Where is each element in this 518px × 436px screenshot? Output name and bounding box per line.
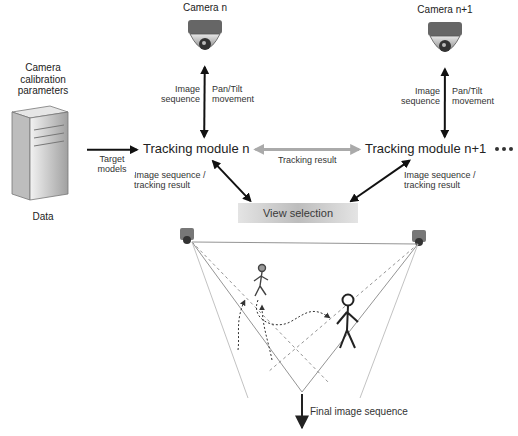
node-text: Camera n+1 <box>417 4 472 16</box>
trajectory <box>238 300 330 360</box>
node-text: Camera calibration parameters <box>2 62 84 97</box>
node-text: Tracking module n+1 <box>365 142 486 157</box>
camera-icon <box>428 22 462 52</box>
signal-label: Pan/Tilt movement <box>212 84 264 105</box>
connector-arrow <box>203 67 206 137</box>
person-figure <box>337 295 358 349</box>
signal-label: Image sequence <box>150 84 200 105</box>
continuation-dots <box>495 147 513 151</box>
signal-label: Image sequence / tracking result <box>404 170 488 191</box>
connector-arrow <box>87 149 137 151</box>
tracking-module: Tracking module n+1 <box>362 140 489 159</box>
node-text: Tracking module n <box>143 142 249 157</box>
output-arrow <box>301 394 303 428</box>
connector-arrow <box>351 161 410 202</box>
connector-arrow <box>255 148 359 151</box>
node-text: Data <box>32 211 53 223</box>
camera-node: Camera n <box>172 2 238 64</box>
tracking-module: Tracking module n <box>140 140 252 159</box>
node-text: Camera n <box>183 2 227 14</box>
connector-arrow <box>444 69 446 137</box>
signal-label: Pan/Tilt movement <box>452 86 508 107</box>
server-icon <box>12 106 68 200</box>
camera-icon <box>188 20 222 50</box>
connector-arrow <box>213 161 251 201</box>
edge-label: Target models <box>89 154 135 175</box>
data-store-node: Camera calibration parametersData <box>2 62 84 222</box>
edge-label: Tracking result <box>262 155 352 165</box>
node-text: View selection <box>263 207 333 220</box>
person-figure <box>254 265 268 297</box>
field-of-view <box>192 242 418 398</box>
camera-node: Camera n+1 <box>406 4 484 66</box>
view-selection-band: View selection <box>238 203 358 223</box>
signal-label: Image sequence <box>390 86 440 107</box>
output-label: Final image sequence <box>310 406 430 418</box>
signal-label: Image sequence / tracking result <box>134 170 214 191</box>
